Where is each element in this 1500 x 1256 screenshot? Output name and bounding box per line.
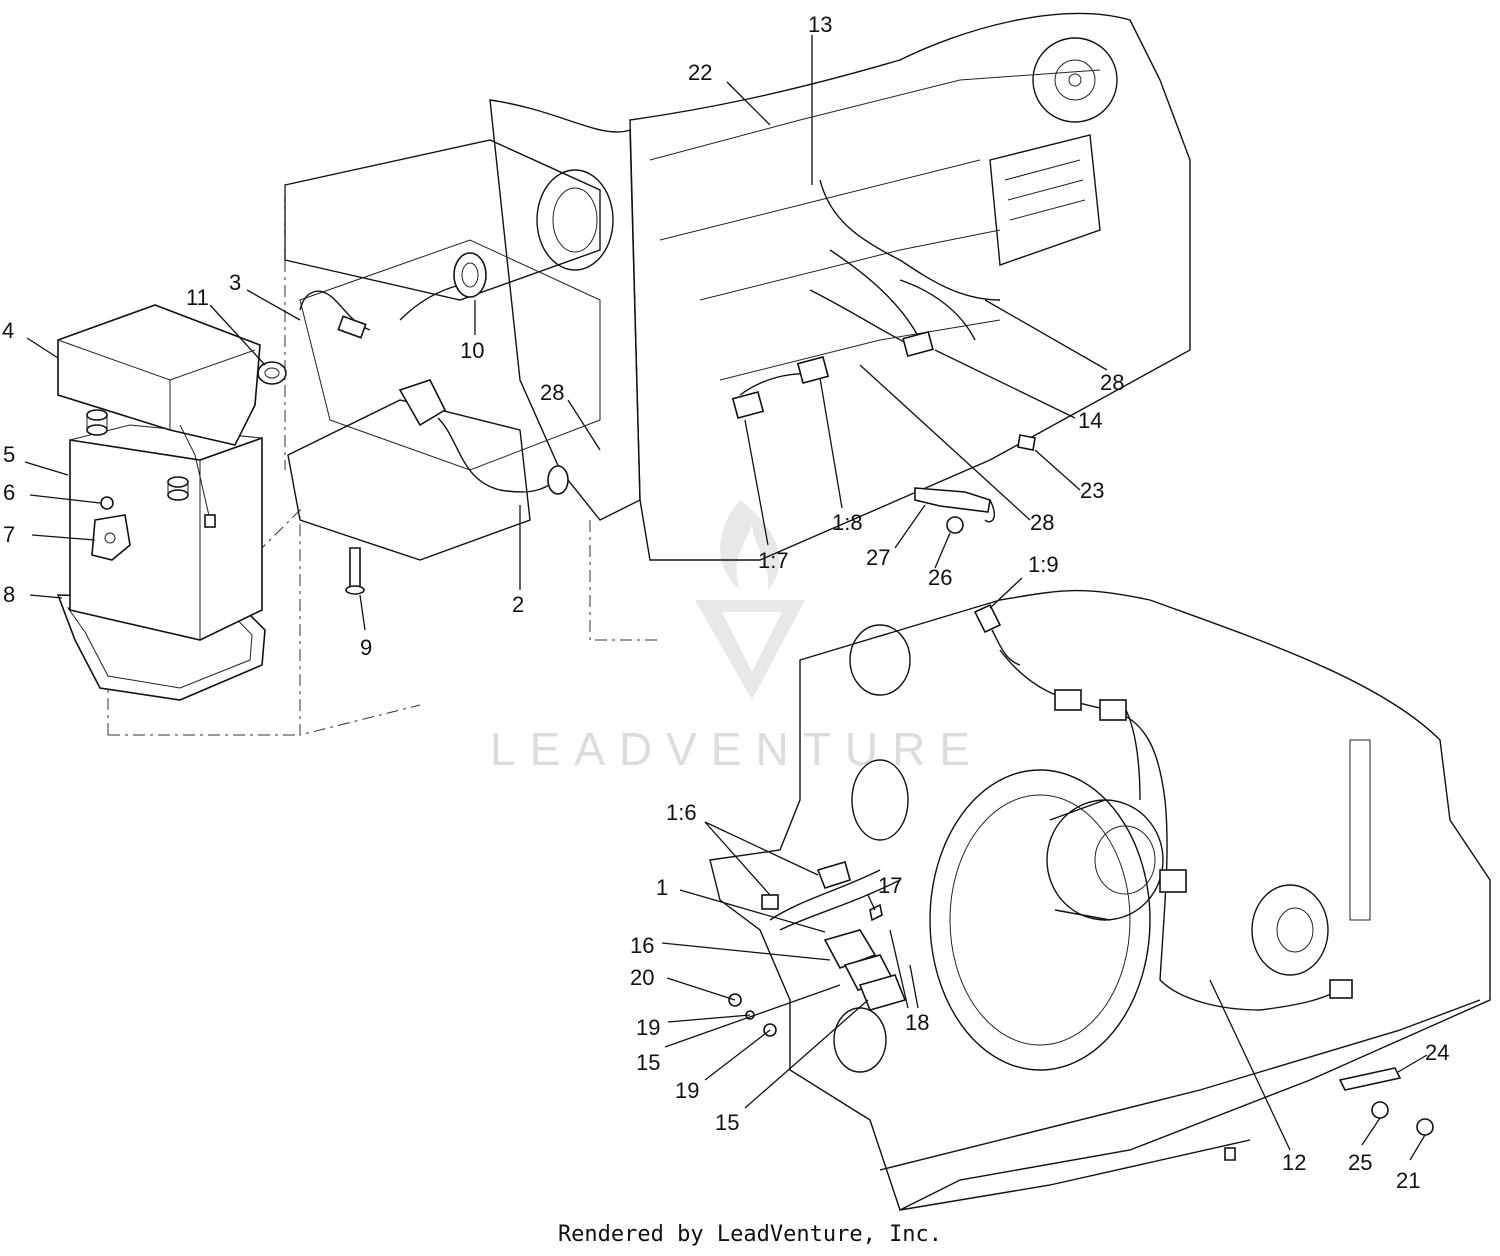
callout-19-lower: 19 (675, 1078, 699, 1103)
battery-assembly (56, 304, 421, 736)
callout-26: 26 (928, 565, 952, 590)
engine-assembly-top (284, 12, 1191, 641)
callout-17: 17 (878, 873, 902, 898)
callout-15-lower: 15 (715, 1110, 739, 1135)
callout-23: 23 (1080, 478, 1104, 503)
callout-12: 12 (1282, 1150, 1306, 1175)
callout-labels: 13 22 11 3 4 10 28 28 28 14 23 5 6 7 8 9… (2, 12, 1449, 1193)
callout-28-upper: 28 (540, 380, 564, 405)
callout-11: 11 (186, 285, 209, 310)
leader-lines (24, 35, 1428, 1161)
callout-13: 13 (808, 12, 832, 37)
callout-15-upper: 15 (636, 1050, 660, 1075)
footer-credit: Rendered by LeadVenture, Inc. (557, 1222, 943, 1247)
callout-1-8: 1:8 (832, 510, 863, 535)
callout-1-7: 1:7 (758, 548, 789, 573)
callout-8: 8 (3, 582, 15, 607)
callout-5: 5 (3, 442, 15, 467)
callout-1-9: 1:9 (1028, 552, 1059, 577)
callout-16: 16 (630, 933, 654, 958)
callout-4: 4 (2, 318, 14, 343)
callout-3: 3 (229, 270, 241, 295)
callout-1: 1 (656, 875, 668, 900)
callout-7: 7 (3, 522, 15, 547)
callout-19-upper: 19 (636, 1015, 660, 1040)
callout-10: 10 (460, 338, 484, 363)
watermark-text: LEADVENTURE (490, 723, 984, 775)
callout-28-right: 28 (1100, 370, 1124, 395)
watermark-logo: LEADVENTURE (490, 500, 984, 775)
callout-22: 22 (688, 60, 712, 85)
callout-28-lower: 28 (1030, 510, 1054, 535)
callout-2: 2 (512, 592, 524, 617)
callout-25: 25 (1348, 1150, 1372, 1175)
callout-20: 20 (630, 965, 654, 990)
callout-1-6: 1:6 (666, 800, 697, 825)
callout-9: 9 (360, 635, 372, 660)
callout-6: 6 (3, 480, 15, 505)
callout-24: 24 (1425, 1040, 1449, 1065)
callout-27: 27 (866, 545, 890, 570)
callout-14: 14 (1078, 408, 1102, 433)
engine-assembly-bottom (709, 589, 1491, 1211)
callout-21: 21 (1396, 1168, 1420, 1193)
callout-18: 18 (905, 1010, 929, 1035)
